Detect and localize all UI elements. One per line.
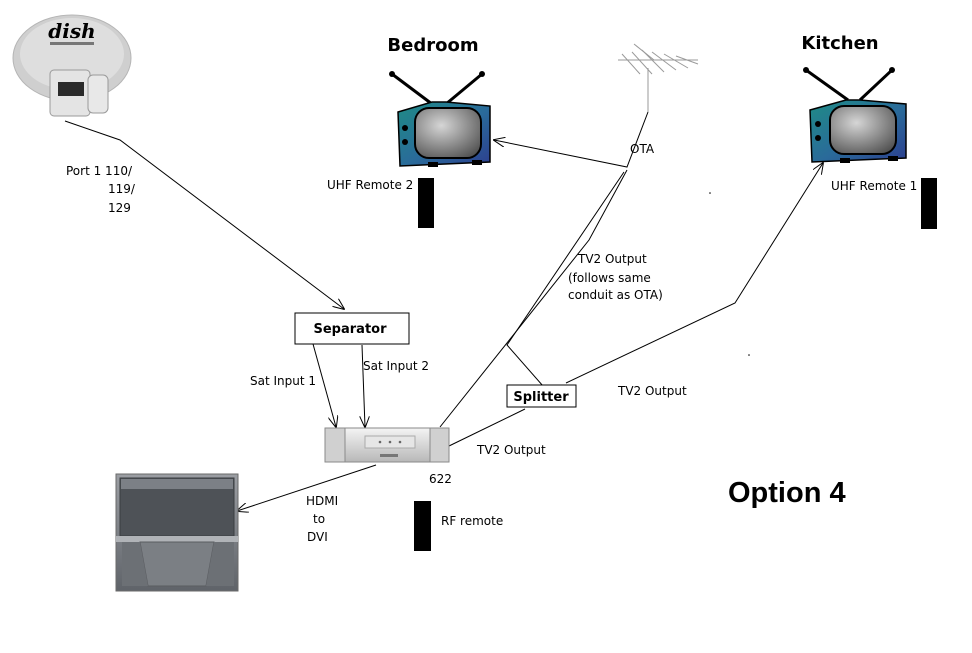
tv2-note-line2: (follows same [568,271,651,285]
ota-label: OTA [630,142,655,156]
separator-label: Separator [314,322,388,337]
splitter-label: Splitter [513,390,569,405]
tv2-note-line3: conduit as OTA) [568,288,663,302]
kitchen-tv-icon [803,67,907,163]
ota-antenna-icon [618,43,699,112]
uhf-remote-1-icon [921,178,937,229]
hdmi-label-line1: HDMI [306,494,338,508]
port1-label-line3: 129 [108,201,131,215]
projection-tv-icon [115,473,239,592]
tv2-output-receiver-label: TV2 Output [476,443,546,457]
uhf-remote-1-label: UHF Remote 1 [831,179,917,193]
wiring [64,111,823,511]
bedroom-heading: Bedroom [387,35,478,56]
tv2-note-line1: TV2 Output [577,252,647,266]
port1-label-line2: 119/ [108,182,136,196]
option-title: Option 4 [728,477,846,509]
speck [748,354,750,356]
receiver-model-label: 622 [429,472,452,486]
speck [709,192,711,194]
receiver-622-icon [324,427,450,463]
uhf-remote-2-icon [418,178,434,228]
uhf-remote-2-label: UHF Remote 2 [327,178,413,192]
kitchen-heading: Kitchen [801,33,878,54]
sat-input-2-label: Sat Input 2 [363,359,429,373]
hdmi-label-line3: DVI [307,530,328,544]
separator-box: Separator [294,312,410,345]
splitter-box: Splitter [506,384,577,408]
hdmi-label-line2: to [313,512,325,526]
rf-remote-icon [414,501,431,551]
bedroom-tv-icon [389,71,491,167]
tv2-output-right-label: TV2 Output [617,384,687,398]
dish-logo-text: dish [48,19,95,43]
satellite-dish-icon: dish [12,14,132,117]
sat-input-1-label: Sat Input 1 [250,374,316,388]
port1-label-line1: Port 1 110/ [66,164,133,178]
rf-remote-label: RF remote [441,514,503,528]
